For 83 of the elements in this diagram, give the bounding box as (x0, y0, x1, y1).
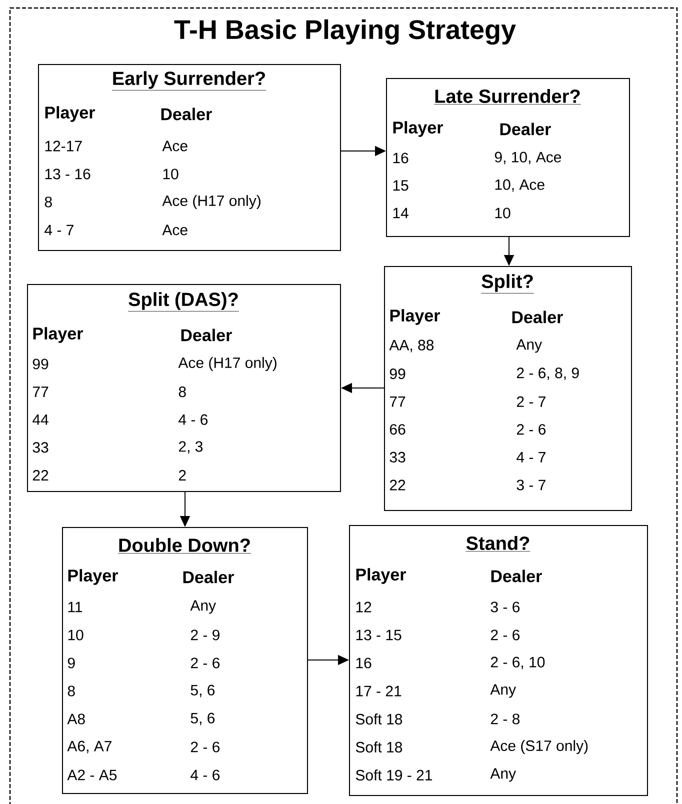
table-cell: 2 - 6 (190, 658, 220, 668)
column-header: Player (356, 568, 406, 584)
box-heading: Split? (480, 274, 534, 294)
box-heading: Late Surrender? (434, 89, 582, 105)
table-cell: 3 - 6 (490, 602, 520, 612)
table-cell: 2 - 8 (490, 714, 520, 724)
table-cell: 2 - 6 (516, 424, 546, 435)
table-cell: 2 - 9 (190, 630, 220, 640)
table-cell: 99 (32, 358, 48, 370)
table-cell: 4 - 7 (516, 452, 546, 462)
table-cell: Any (490, 684, 516, 698)
table-cell: 10 (163, 168, 178, 180)
table-cell: 11 (68, 602, 82, 612)
table-cell: 33 (390, 452, 406, 462)
table-cell: 66 (390, 424, 406, 435)
table-cell: AA, 88 (389, 340, 434, 352)
table-cell: 5, 6 (190, 684, 215, 698)
table-cell: 8 (44, 196, 52, 208)
table-cell: 2 - 6, 10 (490, 656, 545, 670)
table-cell: Soft 18 (356, 742, 402, 752)
table-cell: A8 (67, 714, 85, 724)
table-cell: 17 - 21 (356, 686, 402, 696)
table-cell: 15 (393, 180, 408, 191)
table-cell: 12-17 (45, 140, 82, 152)
table-cell: 3 - 7 (516, 480, 546, 490)
table-cell: 2, 3 (178, 441, 203, 454)
table-cell: 4 - 6 (190, 770, 220, 780)
table-cell: 2 - 6, 8, 9 (516, 368, 579, 380)
table-cell: 14 (393, 208, 408, 218)
table-cell: Soft 18 (356, 714, 402, 724)
table-cell: 5, 6 (190, 712, 215, 726)
table-cell: 33 (32, 442, 48, 453)
table-cell: 13 - 15 (356, 630, 402, 640)
box-heading: Split (DAS)? (128, 292, 240, 312)
box-heading: Double Down? (118, 538, 252, 554)
table-cell: Ace (S17 only) (490, 740, 588, 754)
table-cell: 44 (32, 414, 48, 425)
table-cell: A2 - A5 (67, 770, 117, 780)
table-cell: 16 (393, 152, 408, 164)
table-cell: 9, 10, Ace (494, 152, 562, 164)
column-header: Player (390, 309, 440, 325)
table-cell: 12 (356, 602, 372, 612)
box-heading: Early Surrender? (112, 71, 266, 90)
table-cell: 10, Ace (495, 179, 544, 192)
table-cell: 99 (390, 368, 406, 380)
column-header: Player (393, 121, 443, 137)
column-header: Dealer (161, 108, 212, 120)
table-cell: Ace (H17 only) (162, 195, 260, 209)
table-cell: 22 (32, 470, 48, 480)
table-cell: 77 (390, 396, 406, 407)
table-cell: 8 (178, 386, 186, 398)
table-cell: Any (516, 339, 542, 353)
column-header: Dealer (491, 570, 542, 582)
table-cell: Soft 19 - 21 (356, 770, 432, 780)
table-cell: 4 - 7 (44, 224, 74, 236)
table-cell: 10 (68, 630, 84, 640)
column-header: Player (68, 569, 118, 585)
table-cell: 9 (68, 658, 75, 668)
table-cell: 2 - 6 (190, 742, 220, 752)
table-cell: 2 - 6 (490, 630, 520, 640)
table-cell: Ace (H17 only) (178, 357, 276, 371)
box-heading: Stand? (466, 536, 530, 552)
table-cell: Ace (162, 224, 188, 236)
table-cell: 2 (178, 470, 186, 480)
table-cell: 2 - 7 (516, 396, 546, 407)
column-header: Dealer (512, 310, 563, 324)
table-cell: 22 (390, 480, 406, 490)
column-header: Player (45, 106, 95, 122)
table-cell: Any (190, 600, 216, 614)
column-header: Player (33, 327, 83, 343)
table-cell: Any (490, 768, 516, 782)
table-cell: Ace (162, 140, 188, 152)
title: T-H Basic Playing Strategy (174, 19, 516, 45)
column-header: Dealer (500, 122, 551, 136)
table-cell: A6, A7 (67, 740, 112, 754)
table-cell: 77 (32, 386, 48, 397)
table-cell: 16 (356, 658, 372, 668)
table-cell: 4 - 6 (178, 414, 208, 425)
table-cell: 8 (68, 686, 75, 696)
column-header: Dealer (181, 328, 232, 342)
table-cell: 10 (495, 208, 510, 218)
table-cell: 13 - 16 (45, 168, 90, 180)
column-header: Dealer (183, 570, 234, 584)
